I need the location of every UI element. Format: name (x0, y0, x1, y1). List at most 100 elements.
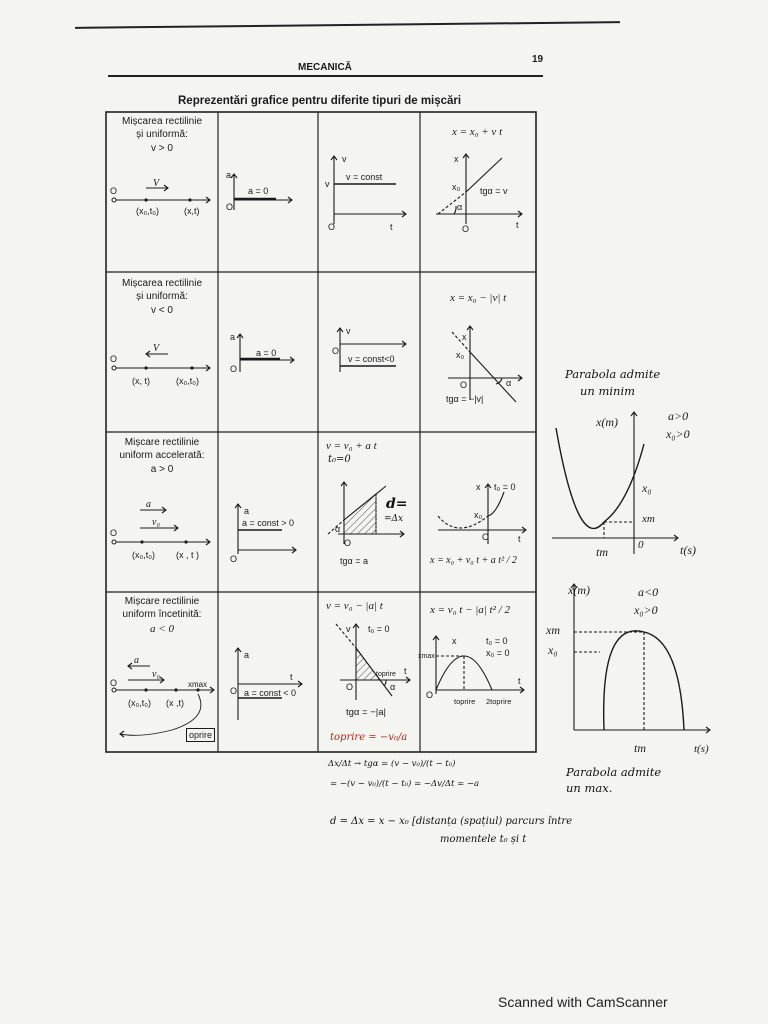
row4-pos-graph: x xmax t₀ = 0 x₀ = 0 O t toprire 2toprir… (418, 635, 525, 706)
min-tm: tm (596, 545, 608, 559)
min-cond2: x₀>0 (665, 427, 690, 441)
row2-acc-axis: a (230, 332, 235, 342)
row1-traj-vec: V (153, 178, 161, 189)
row2-pos-formula: x = x₀ − |v| t (450, 292, 507, 304)
row4-vel-alpha: α (390, 682, 395, 692)
row3-vel-note: t₀=0 (328, 454, 351, 465)
note-parabola-min-1: Parabola admite (565, 367, 661, 381)
row1-pos-o: O (462, 224, 469, 234)
row1-pos-x0: x₀ (452, 182, 461, 192)
row2-vel-o: O (332, 346, 339, 356)
min-xm: xm (641, 513, 655, 525)
row3-pos-t: t (518, 534, 521, 544)
row4-vel-stop-formula: toprire = −v₀/a (330, 732, 408, 743)
row2-acc-o: O (230, 364, 237, 374)
row4-vel-t0: t₀ = 0 (368, 624, 390, 634)
min-cond1: a>0 (668, 409, 688, 423)
row1-traj-o: O (110, 186, 117, 196)
row4-vel-o: O (346, 682, 353, 692)
row2-vel-graph: v O v = const<0 (332, 326, 407, 372)
note-below-3: d = Δx = x − x₀ [distanța (spațiul) parc… (330, 816, 573, 827)
row2-pos-o: O (460, 380, 467, 390)
row3-pos-axis: x (476, 482, 481, 492)
page-number: 19 (532, 54, 544, 65)
row4-acc-t: t (290, 672, 293, 682)
row2-traj-p1: (x, t) (132, 376, 150, 386)
row4-acc-label: a = const < 0 (244, 688, 296, 698)
row4-label-line1: Mișcare rectilinie (124, 596, 200, 607)
row2-pos-x0: x₀ (456, 350, 465, 360)
max-tm: tm (634, 741, 646, 755)
row4-vel-graph: v t₀ = 0 α O t toprire (335, 623, 411, 700)
note-below-4: momentele t₀ și t (440, 834, 527, 845)
row4-pos-xmax: xmax (418, 653, 435, 660)
row4-traj-stop: oprire (186, 728, 216, 743)
row2-pos-graph: x x₀ α O tgα = −|v| (446, 325, 523, 404)
row1-acc-axis: a (226, 170, 231, 180)
row3-label-line2: uniform accelerată: (119, 450, 205, 461)
max-cond1: a<0 (638, 585, 658, 599)
row4-vel-toprire: toprire (376, 671, 396, 678)
row3-acc-graph: a a = const > 0 O (230, 503, 297, 564)
row3-label-line3: a > 0 (150, 464, 174, 475)
row1-vel-t: t (390, 222, 393, 232)
row3-pos-graph: x t₀ = 0 x₀ O t (437, 482, 527, 544)
row3-label-line1: Mișcare rectilinie (124, 437, 200, 448)
row3-pos-formula: x = x₀ + v₀ t + a t² / 2 (430, 555, 517, 566)
row2-vel-axis: v (346, 326, 351, 336)
row3-vel-o: O (344, 538, 351, 548)
row2-pos-axis: x (462, 332, 467, 342)
row4-vel-axis: v (346, 624, 351, 634)
row1-label-line2: și uniformă: (136, 129, 188, 140)
row3-acc-label: a = const > 0 (242, 518, 294, 528)
row4-acc-axis: a (244, 650, 249, 660)
min-x0: x₀ (641, 481, 652, 495)
max-parabola-graph: x(m) a<0 x₀>0 xm x₀ tm t(s) (545, 583, 711, 755)
row3-traj-p1: (x₀,t₀) (132, 550, 155, 560)
row3-vel-tg: tgα = a (340, 556, 368, 566)
row4-traj-a: a (134, 655, 139, 666)
row1-vel-v: v (325, 179, 330, 189)
table-title: Reprezentări grafice pentru diferite tip… (178, 95, 462, 107)
row4-pos-t: t (518, 676, 521, 686)
row4-traj-o: O (110, 678, 117, 688)
note-parabola-max-2: un max. (566, 781, 613, 795)
row1-vel-axis: v (342, 154, 347, 164)
row3-vel-d2: =Δx (384, 514, 404, 524)
max-cond2: x₀>0 (633, 603, 658, 617)
row3-trajectory: O a v₀ (x₀,t₀) (x , t ) (110, 499, 211, 560)
row3-pos-x0: x₀ (474, 510, 483, 520)
row1-acc-o: O (226, 202, 233, 212)
row1-pos-formula: x = x₀ + v t (452, 126, 503, 138)
row4-pos-o: O (426, 690, 433, 700)
row1-traj-p1: (x₀,t₀) (136, 206, 159, 216)
page-header-title: MECANICĂ (298, 62, 352, 73)
header-rule (108, 75, 543, 77)
row3-pos-o: O (482, 532, 489, 542)
row4-traj-v: v₀ (152, 669, 160, 680)
row4-label-line2: uniform încetinită: (122, 609, 202, 620)
min-axis-y: x(m) (595, 415, 618, 429)
row4-traj-p2: (x ,t) (166, 698, 184, 708)
row2-label-line1: Mișcarea rectilinie (121, 278, 203, 289)
row2-traj-vec: V (153, 343, 161, 354)
row1-vel-o: O (328, 222, 335, 232)
row1-traj-p2: (x,t) (184, 206, 200, 216)
row1-trajectory: O V (x₀,t₀) (x,t) (110, 178, 211, 216)
row4-trajectory: O a v₀ xmax (x₀,t₀) (x ,t) (110, 655, 215, 738)
row2-pos-alpha: α (506, 378, 511, 388)
note-parabola-min-2: un minim (580, 384, 636, 398)
note-below-2: = −(v − v₀)/(t − t₀) = −Δv/Δt = −a (330, 779, 480, 789)
row3-vel-graph: α O (327, 481, 405, 548)
row4-vel-t: t (404, 666, 407, 676)
min-o: 0 (638, 539, 644, 551)
note-below-1: Δx/Δt → tgα = (v − v₀)/(t − t₀) (328, 759, 456, 769)
row2-acc-graph: a O a = 0 (230, 332, 295, 374)
row2-vel-label: v = const<0 (348, 354, 395, 364)
max-axis-x: t(s) (694, 743, 709, 755)
row4-pos-tstop: toprire (454, 697, 475, 706)
min-axis-x: t(s) (680, 543, 696, 557)
row1-pos-graph: x x₀ α tgα = v O t (436, 153, 523, 234)
row4-traj-xmax: xmax (188, 680, 207, 689)
row1-pos-axis: x (454, 154, 459, 164)
